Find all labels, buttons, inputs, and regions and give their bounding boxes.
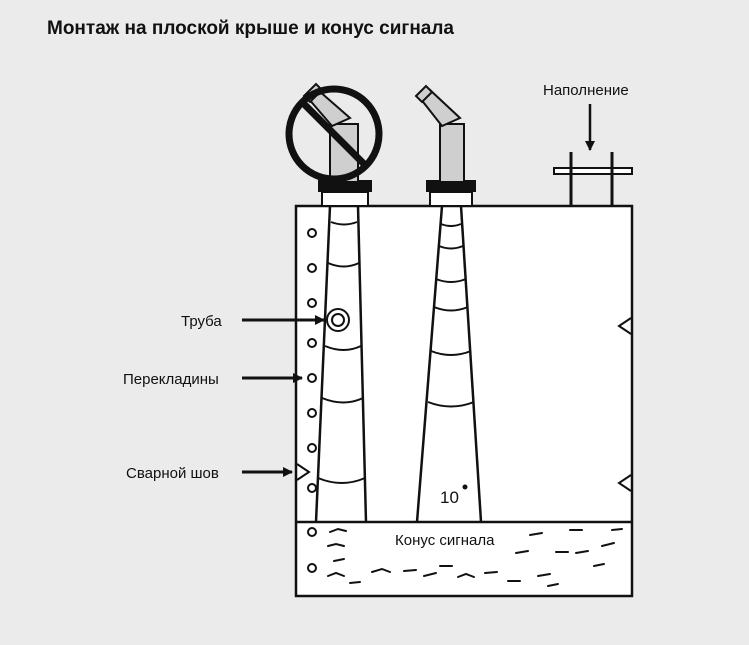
weld-seam-label: Сварной шов <box>126 465 219 482</box>
filling-label: Наполнение <box>543 82 629 99</box>
sensor-right <box>414 84 476 207</box>
prohibited-icon <box>285 85 383 183</box>
pipe-symbol <box>326 308 350 332</box>
signal-cone-left <box>314 205 368 523</box>
weld-seams <box>296 317 632 492</box>
cone-angle-label: 10 <box>440 488 459 507</box>
diagram-title: Монтаж на плоской крыше и конус сигнала <box>47 18 454 39</box>
degree-symbol <box>462 484 468 490</box>
signal-cone-label: Конус сигнала <box>395 532 495 549</box>
filling-inlet <box>553 104 633 206</box>
signal-cone-right <box>415 205 483 523</box>
rungs-label: Перекладины <box>123 371 219 388</box>
ladder-rungs <box>307 228 317 573</box>
liquid-texture <box>327 527 623 587</box>
pipe-label: Труба <box>181 313 222 330</box>
